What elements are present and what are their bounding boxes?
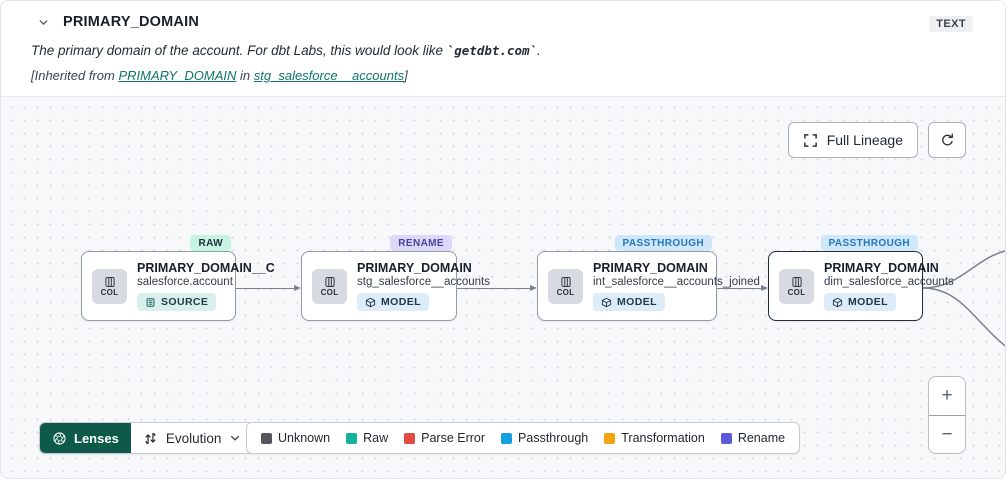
resource-type-badge: MODEL — [824, 293, 896, 311]
resource-type-badge: SOURCE — [137, 293, 217, 311]
node-column-name: PRIMARY_DOMAIN — [593, 261, 708, 275]
node-model-name: int_salesforce__accounts_joined — [593, 276, 760, 288]
column-chip: COL — [312, 268, 347, 304]
inherited-model-link[interactable]: stg_salesforce__accounts — [253, 68, 405, 83]
column-icon — [104, 276, 116, 288]
node-model-name: salesforce.account — [137, 276, 233, 288]
legend-swatch — [501, 432, 513, 444]
column-chip: COL — [92, 268, 127, 304]
column-description: The primary domain of the account. For d… — [31, 43, 541, 58]
legend-item: Raw — [346, 431, 388, 445]
legend-item: Parse Error — [404, 431, 485, 445]
legend-item: Passthrough — [501, 431, 588, 445]
lineage-canvas[interactable]: Full Lineage RAW COL PRIMARY_DOMAIN__C s… — [1, 97, 1005, 478]
evolution-legend: Unknown Raw Parse Error Passthrough Tran… — [246, 422, 801, 454]
zoom-controls: + − — [928, 376, 966, 454]
resource-type-badge: MODEL — [593, 293, 665, 311]
lenses-label: Lenses — [74, 430, 119, 446]
node-column-name: PRIMARY_DOMAIN — [357, 261, 472, 275]
node-model-name: dim_salesforce_accounts — [824, 276, 954, 288]
lens-selector-dropdown[interactable]: Evolution — [130, 423, 254, 453]
lineage-edge — [236, 284, 301, 291]
inherited-column-link[interactable]: PRIMARY_DOMAIN — [118, 68, 237, 83]
source-icon — [146, 297, 155, 307]
column-chip: COL — [548, 268, 583, 304]
model-icon — [365, 297, 376, 307]
lens-aperture-icon — [52, 431, 67, 446]
full-lineage-button[interactable]: Full Lineage — [787, 122, 918, 158]
lineage-edge-fanout — [923, 250, 1005, 347]
column-icon — [324, 276, 336, 288]
lineage-node-stg[interactable]: RENAME COL PRIMARY_DOMAIN stg_salesforce… — [301, 235, 490, 321]
zoom-out-button[interactable]: − — [929, 415, 965, 453]
node-model-name: stg_salesforce__accounts — [357, 276, 490, 288]
node-column-name: PRIMARY_DOMAIN — [824, 261, 939, 275]
evolution-tag: RAW — [190, 235, 231, 251]
evolution-tag: PASSTHROUGH — [614, 235, 712, 251]
lineage-node-dim-selected[interactable]: PASSTHROUGH COL PRIMARY_DOMAIN dim_sales… — [768, 235, 954, 321]
column-icon — [560, 276, 572, 288]
lineage-node-source[interactable]: RAW COL PRIMARY_DOMAIN__C salesforce.acc… — [81, 235, 275, 321]
legend-item: Unknown — [261, 431, 330, 445]
lineage-edge — [457, 284, 537, 291]
node-column-name: PRIMARY_DOMAIN__C — [137, 261, 275, 275]
resource-type-badge: MODEL — [357, 293, 429, 311]
refresh-button[interactable] — [928, 122, 966, 158]
column-icon — [791, 276, 803, 288]
column-header: PRIMARY_DOMAIN TEXT The primary domain o… — [1, 1, 1005, 97]
model-icon — [832, 297, 843, 307]
selected-lens-label: Evolution — [165, 430, 222, 446]
evolution-swap-icon — [143, 431, 158, 446]
lineage-node-int[interactable]: PASSTHROUGH COL PRIMARY_DOMAIN int_sales… — [537, 235, 760, 321]
evolution-tag: PASSTHROUGH — [820, 235, 918, 251]
legend-swatch — [404, 432, 416, 444]
full-lineage-label: Full Lineage — [826, 132, 903, 148]
model-icon — [601, 297, 612, 307]
legend-swatch — [346, 432, 358, 444]
chevron-down-icon[interactable] — [37, 16, 50, 29]
legend-swatch — [261, 432, 272, 444]
column-name-title: PRIMARY_DOMAIN — [63, 14, 199, 30]
evolution-tag: RENAME — [390, 235, 452, 251]
expand-icon — [803, 133, 818, 148]
zoom-in-button[interactable]: + — [941, 385, 953, 406]
lineage-edge — [717, 284, 768, 291]
chevron-down-icon — [229, 432, 241, 444]
refresh-icon — [939, 132, 956, 149]
lenses-button[interactable]: Lenses — [40, 423, 131, 453]
legend-item: Rename — [720, 431, 785, 445]
legend-swatch — [720, 432, 732, 444]
column-chip: COL — [779, 268, 814, 304]
legend-swatch — [604, 432, 616, 444]
lenses-control: Lenses Evolution — [39, 422, 255, 454]
legend-item: Transformation — [604, 431, 705, 445]
inline-code: `getdbt.com` — [446, 43, 538, 58]
data-type-badge: TEXT — [929, 16, 973, 32]
inherited-from-line: [Inherited from PRIMARY_DOMAIN in stg_sa… — [31, 68, 408, 83]
